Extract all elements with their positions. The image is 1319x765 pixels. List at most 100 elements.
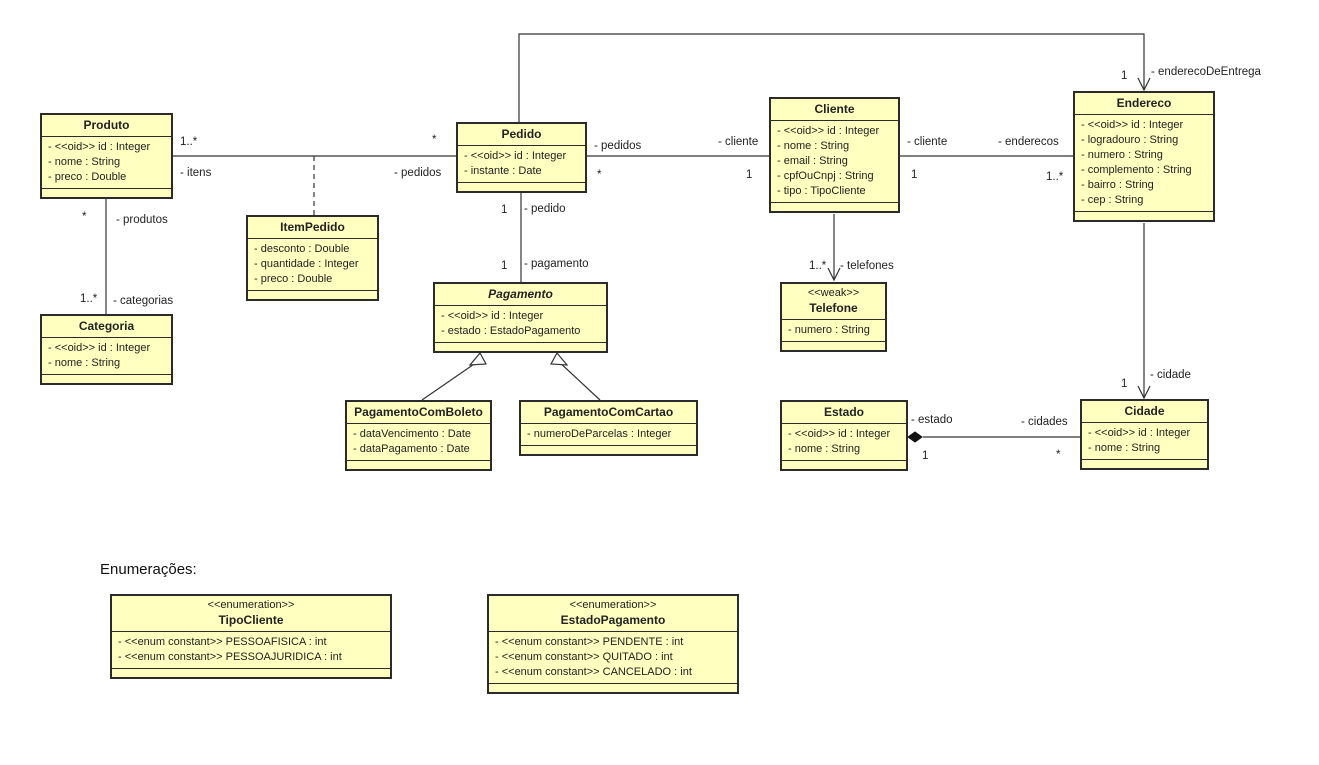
class-cidade[interactable]: Cidade - <<oid>> id : Integer - nome : S… <box>1080 399 1209 470</box>
class-pagamentocomcartao[interactable]: PagamentoComCartao - numeroDeParcelas : … <box>519 400 698 456</box>
multiplicity-label: 1..* <box>80 293 98 305</box>
enum-estadopagamento[interactable]: <<enumeration>> EstadoPagamento - <<enum… <box>487 594 739 694</box>
role-label: - cliente <box>718 136 759 148</box>
attribute: - estado : EstadoPagamento <box>441 325 581 337</box>
class-pedido[interactable]: Pedido - <<oid>> id : Integer - instante… <box>456 122 587 193</box>
class-telefone[interactable]: <<weak>> Telefone - numero : String <box>780 282 887 352</box>
role-label: - itens <box>180 167 212 179</box>
attribute: - nome : String <box>1088 442 1161 454</box>
role-label: - categorias <box>113 295 174 307</box>
attribute: - nome : String <box>48 156 121 168</box>
attribute: - nome : String <box>777 140 850 152</box>
class-itempedido[interactable]: ItemPedido - desconto : Double - quantid… <box>246 215 379 301</box>
operations-compartment <box>42 189 171 197</box>
attribute: - numeroDeParcelas : Integer <box>527 428 672 440</box>
attribute: - email : String <box>777 155 848 167</box>
multiplicity-label: 1..* <box>180 136 198 148</box>
role-label: - pedidos <box>594 140 642 152</box>
role-label: - pedidos <box>394 167 442 179</box>
stereotype: <<enumeration>> <box>207 599 295 611</box>
multiplicity-label: 1..* <box>809 260 827 272</box>
class-pagamento[interactable]: Pagamento - <<oid>> id : Integer - estad… <box>433 282 608 353</box>
role-label: - enderecoDeEntrega <box>1151 66 1261 78</box>
class-endereco[interactable]: Endereco - <<oid>> id : Integer - lograd… <box>1073 91 1215 222</box>
attribute: - nome : String <box>788 443 861 455</box>
attribute: - <<oid>> id : Integer <box>788 428 891 440</box>
attribute: - instante : Date <box>464 165 542 177</box>
multiplicity-label: 1 <box>501 204 508 216</box>
operations-compartment <box>782 342 885 350</box>
multiplicity-label: 1 <box>922 450 929 462</box>
class-name: Pagamento <box>488 287 553 301</box>
enum-constant: - <<enum constant>> PESSOAJURIDICA : int <box>118 651 342 663</box>
class-categoria[interactable]: Categoria - <<oid>> id : Integer - nome … <box>40 314 173 385</box>
role-label: - telefones <box>840 260 894 272</box>
attribute: - nome : String <box>48 357 121 369</box>
operations-compartment <box>435 343 606 351</box>
operations-compartment <box>771 203 898 211</box>
class-name: Cidade <box>1124 404 1165 418</box>
attribute: - <<oid>> id : Integer <box>48 342 151 354</box>
operations-compartment <box>782 461 906 469</box>
attribute: - cpfOuCnpj : String <box>777 170 874 182</box>
multiplicity-label: 1 <box>746 169 753 181</box>
role-label: - pedido <box>524 203 566 215</box>
operations-compartment <box>42 375 171 383</box>
multiplicity-label: * <box>597 169 602 181</box>
class-name: EstadoPagamento <box>560 613 666 627</box>
attribute: - preco : Double <box>48 171 127 183</box>
role-label: - pagamento <box>524 258 589 270</box>
enum-constant: - <<enum constant>> PESSOAFISICA : int <box>118 636 327 648</box>
attribute: - numero : String <box>788 324 870 336</box>
attribute: - <<oid>> id : Integer <box>441 310 544 322</box>
class-name: Cliente <box>814 102 855 116</box>
stereotype: <<enumeration>> <box>569 599 657 611</box>
attribute: - <<oid>> id : Integer <box>464 150 567 162</box>
attribute: - complemento : String <box>1081 164 1192 176</box>
class-name: PagamentoComBoleto <box>354 405 483 419</box>
role-label: - cliente <box>907 136 948 148</box>
class-cliente[interactable]: Cliente - <<oid>> id : Integer - nome : … <box>769 97 900 213</box>
attribute: - numero : String <box>1081 149 1163 161</box>
enum-constant: - <<enum constant>> CANCELADO : int <box>495 666 692 678</box>
attribute: - cep : String <box>1081 194 1144 206</box>
operations-compartment <box>1075 212 1213 220</box>
enum-constant: - <<enum constant>> QUITADO : int <box>495 651 673 663</box>
attribute: - tipo : TipoCliente <box>777 185 866 197</box>
class-name: Produto <box>83 118 130 132</box>
role-label: - cidade <box>1150 369 1191 381</box>
operations-compartment <box>347 461 490 469</box>
attribute: - <<oid>> id : Integer <box>777 125 880 137</box>
enum-constant: - <<enum constant>> PENDENTE : int <box>495 636 684 648</box>
enumerations-title: Enumerações: <box>100 561 197 578</box>
multiplicity-label: 1 <box>501 260 508 272</box>
class-estado[interactable]: Estado - <<oid>> id : Integer - nome : S… <box>780 400 908 471</box>
generalization-cartao <box>556 359 601 401</box>
class-produto[interactable]: Produto - <<oid>> id : Integer - nome : … <box>40 113 173 199</box>
class-pagamentocomboleto[interactable]: PagamentoComBoleto - dataVencimento : Da… <box>345 400 492 471</box>
generalization-arrow-cartao <box>550 351 569 366</box>
class-name: Endereco <box>1116 96 1172 110</box>
attribute: - dataPagamento : Date <box>353 443 470 455</box>
operations-compartment <box>112 669 390 677</box>
role-label: - cidades <box>1021 416 1068 428</box>
multiplicity-label: 1 <box>911 169 918 181</box>
attribute: - <<oid>> id : Integer <box>1081 119 1184 131</box>
generalization-boleto <box>421 359 481 401</box>
enum-tipocliente[interactable]: <<enumeration>> TipoCliente - <<enum con… <box>110 594 392 679</box>
stereotype: <<weak>> <box>807 287 860 299</box>
attribute: - bairro : String <box>1081 179 1154 191</box>
class-name: Telefone <box>809 301 858 315</box>
composition-diamond <box>907 431 923 443</box>
multiplicity-label: 1 <box>1121 70 1128 82</box>
multiplicity-label: 1 <box>1121 378 1128 390</box>
class-name: PagamentoComCartao <box>543 405 674 419</box>
class-name: Estado <box>823 405 864 419</box>
attribute: - quantidade : Integer <box>254 258 359 270</box>
attribute: - preco : Double <box>254 273 333 285</box>
operations-compartment <box>248 291 377 299</box>
assoc-pedido-endereco-entrega <box>518 33 1145 122</box>
class-name: Categoria <box>78 319 135 333</box>
attribute: - dataVencimento : Date <box>353 428 472 440</box>
